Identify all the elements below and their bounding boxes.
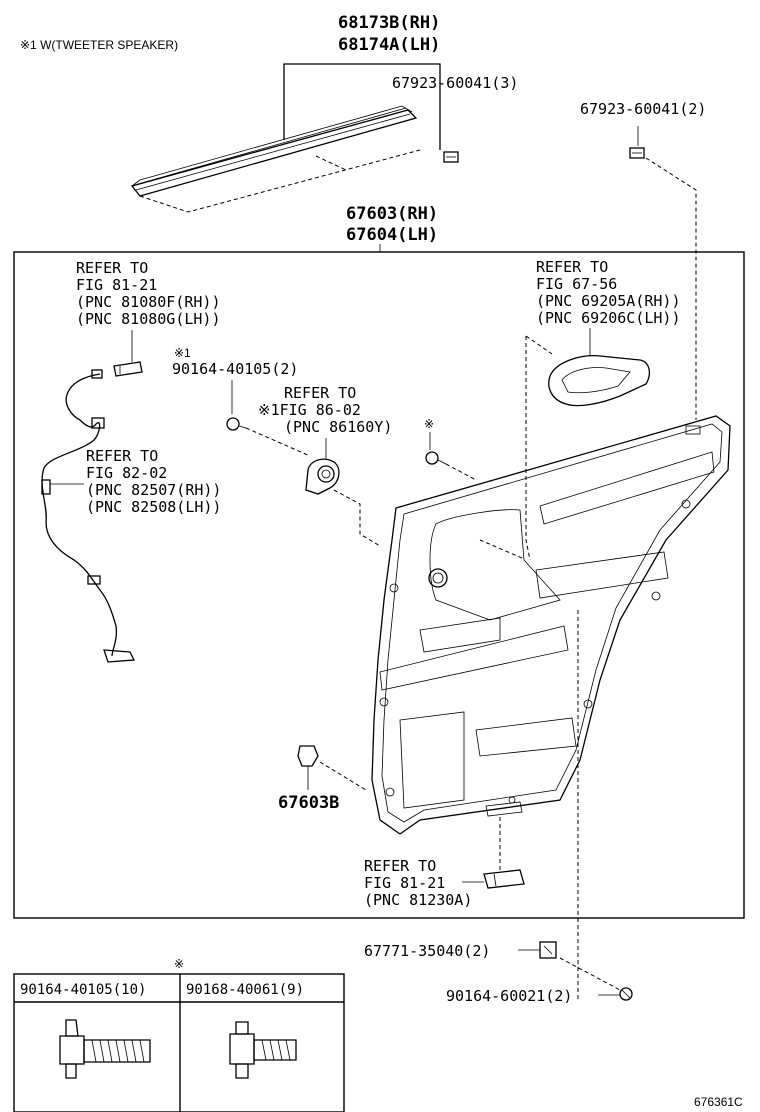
clip-part-2 — [629, 147, 645, 159]
star-screw-dash — [445, 463, 477, 481]
label-moulding-lh[interactable]: 68174A(LH) — [338, 35, 440, 55]
retainer-part — [539, 941, 557, 959]
ref3-line2[interactable]: ※1FIG 86-02 — [258, 401, 361, 419]
ref1-line4: (PNC 81080G(LH)) — [76, 310, 221, 328]
ref5-line2[interactable]: FIG 81-21 — [364, 874, 445, 892]
clip-67603b-dash — [319, 761, 367, 791]
label-clip-3[interactable]: 67923-60041(3) — [392, 74, 518, 92]
ref4-line4: (PNC 82508(LH)) — [86, 498, 221, 516]
table-col1-header[interactable]: 90164-40105(10) — [20, 982, 146, 998]
inside-handle-part — [548, 355, 651, 407]
handle-dash-top — [525, 335, 553, 355]
moulding-leader — [283, 63, 441, 150]
fastener-table — [13, 973, 345, 1112]
label-retainer[interactable]: 67771-35040(2) — [364, 942, 490, 960]
screw-part-left — [226, 417, 247, 431]
label-screw-bottom[interactable]: 90164-60021(2) — [446, 987, 572, 1005]
tweeter-dash — [333, 489, 381, 547]
label-moulding-rh[interactable]: 68173B(RH) — [338, 13, 440, 33]
screw-bottom-part — [619, 987, 633, 1001]
handle-dash-low — [479, 539, 523, 559]
tweeter-note: ※1 W(TWEETER SPEAKER) — [20, 38, 178, 52]
ref5-line1: REFER TO — [364, 857, 436, 875]
belt-moulding-part — [130, 105, 421, 213]
ref2-line4: (PNC 69206C(LH)) — [536, 309, 681, 327]
ref3-line1: REFER TO — [284, 384, 356, 402]
table-screw-2-part — [229, 1021, 297, 1079]
ref4-line1: REFER TO — [86, 447, 158, 465]
label-board-rh[interactable]: 67603(RH) — [346, 204, 438, 224]
clip-2-dash — [645, 157, 697, 420]
window-switch-part — [483, 869, 525, 889]
tweeter-speaker-part — [305, 458, 340, 495]
ref1-line2[interactable]: FIG 81-21 — [76, 276, 157, 294]
ref2-line2[interactable]: FIG 67-56 — [536, 275, 617, 293]
retainer-dash — [559, 957, 621, 991]
wire-harness-part — [41, 369, 136, 663]
ref5-line3: (PNC 81230A) — [364, 891, 472, 909]
table-mark: ※ — [174, 957, 184, 971]
door-trim-board-part — [371, 415, 731, 835]
table-col2-header[interactable]: 90168-40061(9) — [186, 982, 304, 998]
table-screw-1-part — [59, 1019, 151, 1079]
label-board-lh[interactable]: 67604(LH) — [346, 225, 438, 245]
switch-connector-part — [113, 361, 143, 377]
label-clip-67603b[interactable]: 67603B — [278, 793, 339, 813]
screw-left-dash — [245, 427, 311, 457]
door-board-frame — [13, 251, 745, 919]
ref4-line3: (PNC 82507(RH)) — [86, 481, 221, 499]
ref3-line3: (PNC 86160Y) — [284, 418, 392, 436]
handle-dash-v — [525, 336, 531, 561]
drawing-number: 676361C — [694, 1095, 743, 1109]
ref2-line3: (PNC 69205A(RH)) — [536, 292, 681, 310]
screw-mark: ※1 — [174, 346, 191, 360]
ref1-line1: REFER TO — [76, 259, 148, 277]
clip-part-3 — [443, 151, 459, 163]
ref2-line1: REFER TO — [536, 258, 608, 276]
clip-67603b-part — [297, 745, 319, 776]
label-clip-2[interactable]: 67923-60041(2) — [580, 100, 706, 118]
ref1-line3: (PNC 81080F(RH)) — [76, 293, 221, 311]
label-screw-90164-40105[interactable]: 90164-40105(2) — [172, 360, 298, 378]
screw-part-star — [425, 451, 447, 465]
star-mark: ※ — [424, 417, 434, 431]
ref4-line2[interactable]: FIG 82-02 — [86, 464, 167, 482]
